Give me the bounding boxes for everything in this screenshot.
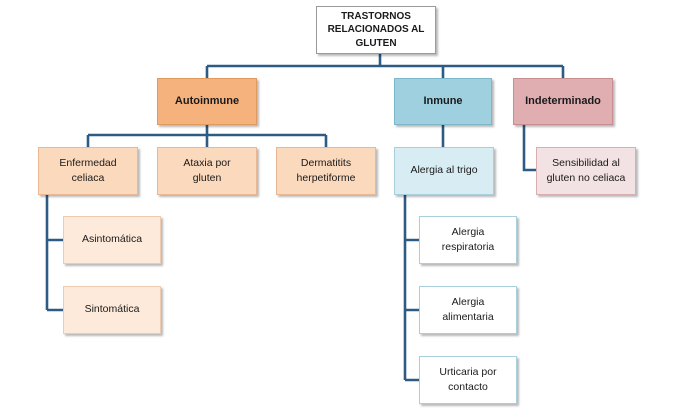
connector-root-categories <box>205 53 565 78</box>
connector-alergia-leaves <box>403 195 419 382</box>
leaf-alergia-respiratoria: Alergia respiratoria <box>419 216 517 264</box>
leaf-sintomatica: Sintomática <box>63 286 161 334</box>
node-enfermedad-celiaca: Enfermedad celiaca <box>38 147 138 195</box>
node-sensibilidad-gluten: Sensibilidad al gluten no celiaca <box>536 147 636 195</box>
category-indeterminado: Indeterminado <box>513 78 613 125</box>
node-ataxia-gluten: Ataxia por gluten <box>157 147 257 195</box>
category-autoinmune: Autoinmune <box>157 78 257 125</box>
node-dermatitis-herpetiforme: Dermatitits herpetiforme <box>276 147 376 195</box>
category-inmune: Inmune <box>394 78 492 125</box>
leaf-alergia-alimentaria: Alergia alimentaria <box>419 286 517 334</box>
leaf-urticaria-contacto: Urticaria por contacto <box>419 356 517 404</box>
node-alergia-trigo: Alergia al trigo <box>394 147 494 195</box>
leaf-asintomatica: Asintomática <box>63 216 161 264</box>
connector-indeterminado-child <box>522 125 536 172</box>
root-node: TRASTORNOS RELACIONADOS AL GLUTEN <box>316 6 436 54</box>
connector-autoinmune-children <box>86 125 328 147</box>
connector-celiaca-leaves <box>45 195 63 312</box>
